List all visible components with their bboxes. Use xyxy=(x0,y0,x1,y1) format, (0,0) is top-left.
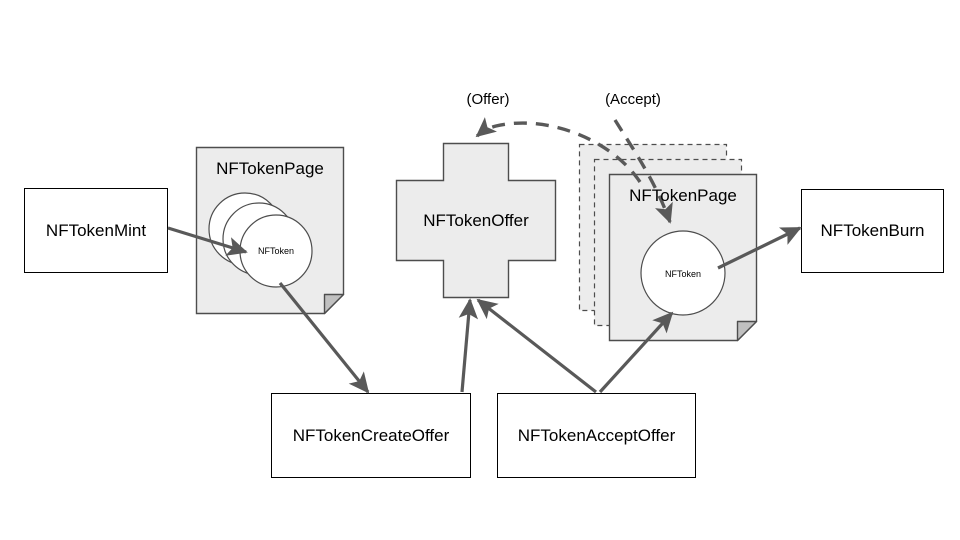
edge-mint-to-token xyxy=(167,226,248,256)
edge-page-to-createoffer xyxy=(278,281,370,394)
edge-acceptoffer-to-page xyxy=(598,311,674,394)
node-nftokenoffer xyxy=(395,142,557,299)
edge-accept-dashed xyxy=(613,119,673,224)
edge-acceptoffer-to-offer xyxy=(476,298,597,394)
node-nftokenburn xyxy=(801,189,944,273)
edge-offer-dashed xyxy=(475,117,642,183)
node-nftoken-right xyxy=(640,230,726,316)
node-nftokenmint xyxy=(24,188,168,273)
edge-createoffer-to-offer xyxy=(458,298,479,393)
edge-token-to-burn xyxy=(717,226,802,270)
node-nftokenacceptoffer xyxy=(497,393,696,478)
node-nftokencreateoffer xyxy=(271,393,471,478)
